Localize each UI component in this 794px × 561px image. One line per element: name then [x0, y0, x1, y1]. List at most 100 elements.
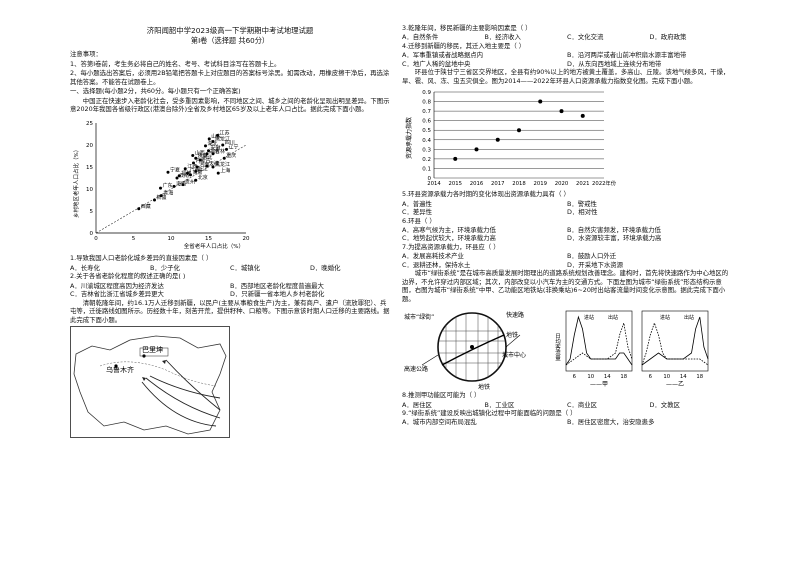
passage-migration: 清朝乾隆年间，约16.1万人迁移到新疆，以民户(主要从事粮食生产)为主，兼有商户…: [70, 298, 390, 324]
q5-option-b[interactable]: B．警戒性: [567, 199, 597, 208]
data-point-label: 天津: [209, 161, 219, 168]
q8-option-b[interactable]: B．工业区: [484, 400, 515, 409]
intro-passage: 中国正在快速步入老龄化社会，受多重因素影响，不同地区之间、城乡之间的老龄化呈现出…: [70, 96, 390, 113]
x-tick-label: 10: [587, 374, 594, 380]
y-tick-label: 0.9: [422, 90, 431, 96]
q6-option-a[interactable]: A．高寒气候为主，环境承载力低: [402, 225, 496, 234]
q2-option-d[interactable]: D．只新疆一省本地人乡村老龄化: [230, 290, 325, 299]
q1-option-d[interactable]: D．晚婚化: [310, 263, 341, 272]
x-tick-label: 6: [573, 374, 577, 380]
y-tick-label: 0.3: [422, 148, 431, 154]
data-point: [216, 172, 220, 176]
data-point-label: 青海: [163, 190, 173, 197]
data-point-label: 浙江: [198, 166, 208, 173]
data-point: [225, 148, 228, 152]
data-point: [211, 165, 215, 169]
q8-option-a[interactable]: A．居住区: [402, 400, 432, 409]
data-point: [194, 157, 198, 161]
question-5: 5.环县资源承载力各时期的变化体现出资源承载力具有（ ） A．普遍性 B．警戒性…: [402, 190, 732, 216]
q9-option-a[interactable]: A．城市内部空间布局混乱: [402, 418, 477, 427]
x-tick-label: 10: [663, 374, 670, 380]
data-point: [211, 140, 215, 144]
q7-option-d[interactable]: D．开采地下水资源: [567, 260, 624, 269]
q8-option-c[interactable]: C．商业区: [567, 400, 598, 409]
q3-option-c[interactable]: C．文化交流: [567, 33, 604, 42]
x-tick-label: 15: [205, 236, 212, 242]
q2-option-b[interactable]: B．西部地区老龄化程度普遍最大: [230, 281, 324, 290]
data-point-label: 广西: [190, 168, 200, 175]
data-point: [205, 165, 209, 169]
q4-option-c[interactable]: C．地广人稀的盆地中央: [402, 59, 471, 68]
question-9: 9.“绿街系统”建设反映出城镇化过程中可能面临的问题是（ ） A．城市内部空间布…: [402, 409, 732, 427]
y-tick-label: 0.2: [422, 157, 431, 163]
data-point: [580, 114, 585, 119]
series-line: [641, 321, 709, 366]
q5-option-d[interactable]: D．相对性: [567, 208, 598, 217]
diagram-label-metro-2: 地铁: [478, 383, 490, 391]
q7-option-c[interactable]: C．退耕还林，保持水土: [402, 260, 471, 269]
q3-option-d[interactable]: D．政府政策: [649, 33, 687, 42]
diagram-label-metro: 地铁: [506, 331, 518, 339]
q4-option-d[interactable]: D．从东向西地域上连续分布地带: [567, 59, 662, 68]
panel-frame: [565, 310, 633, 372]
data-point: [559, 109, 564, 114]
x-tick-label: 2017: [491, 181, 504, 187]
question-1: 1.导致我国人口老龄化城乡差异的直接因素是（ ） A．长寿化 B．少子化 C．城…: [70, 254, 390, 272]
notes-heading: 注意事项：: [70, 50, 102, 59]
q7-option-b[interactable]: B．鼓励人口外迁: [567, 252, 617, 261]
q5-option-c[interactable]: C．差异性: [402, 208, 433, 217]
greenstreet-diagram-svg: 城市“绿街” 快速路 地铁 城市中心 高速公路 地铁: [404, 311, 526, 391]
y-tick-label: 0.5: [422, 128, 431, 134]
data-point: [195, 165, 199, 169]
q4-option-b[interactable]: B．沿河两岸或者山前冲积扇水源丰富地带: [567, 51, 687, 60]
map-label-barkol: 巴里坤: [142, 345, 163, 354]
data-point: [194, 170, 198, 174]
q9-option-b[interactable]: B．居住区密度大，治安隐患多: [567, 418, 655, 427]
q6-option-c[interactable]: C．地势起伏较大，环境承载力高: [402, 234, 496, 243]
data-point-label: 湖南: [209, 148, 219, 155]
data-point: [172, 185, 176, 189]
q2-option-c[interactable]: C．吉林省比浙江省城乡差异更大: [70, 290, 164, 299]
q1-option-c[interactable]: C．城镇化: [230, 263, 261, 272]
data-point: [159, 187, 162, 191]
data-point: [181, 183, 185, 187]
data-point: [495, 137, 500, 142]
data-point-label: 内蒙古: [196, 157, 211, 164]
data-point: [198, 158, 202, 162]
series-line: [641, 316, 709, 366]
y-tick-label: 0.4: [422, 138, 431, 144]
section-heading: 一、选择题(每小题2分，共60分。每小题只有一个正确答案): [70, 87, 241, 96]
q3-option-b[interactable]: B．经济收入: [484, 33, 521, 42]
panel-label: ——甲: [590, 381, 608, 388]
data-point-label: 山东: [211, 133, 221, 140]
data-point: [207, 149, 210, 153]
diagram-label-highway: 高速公路: [404, 365, 428, 373]
question-4: 4.迁移到新疆的移民，其迁入地主要是（ ） A．军事重镇或者战略据点内 B．沿河…: [402, 42, 732, 68]
data-point: [191, 154, 195, 158]
q6-option-b[interactable]: B．自然灾害频发，环境承载力低: [567, 225, 661, 234]
data-point: [175, 176, 179, 180]
q3-option-a[interactable]: A．自然条件: [402, 33, 439, 42]
q1-option-a[interactable]: A．长寿化: [70, 263, 100, 272]
q2-option-a[interactable]: A．川渝城区程度高因为经济发达: [70, 281, 164, 290]
x-tick-label: 2016: [470, 181, 484, 187]
data-point-label: 陕西: [198, 153, 208, 160]
y-axis-label: 乡村地区老年人口占比（%）: [72, 147, 80, 218]
exam-volume: 第Ⅰ卷（选择题 共60分）: [190, 35, 270, 45]
data-point-label: 江苏: [220, 130, 230, 137]
migration-map: 乌鲁木齐 巴里坤: [70, 326, 390, 438]
q1-option-b[interactable]: B．少子化: [150, 263, 180, 272]
question-6: 6.环县（ ） A．高寒气候为主，环境承载力低 B．自然灾害频发，环境承载力低 …: [402, 217, 732, 243]
q7-option-a[interactable]: A．发展高耗技术产业: [402, 252, 464, 261]
x-tick-label: 2022年份: [592, 179, 617, 187]
question-2: 2.关于各省老龄化程度的叙述正确的是( ) A．川渝城区程度高因为经济发达 B．…: [70, 272, 390, 298]
x-axis-label: 全省老年人口占比（%）: [184, 242, 244, 250]
y-tick-label: 0.1: [422, 167, 431, 173]
q6-option-d[interactable]: D．水资源较丰富，环境承载力高: [567, 234, 662, 243]
q5-option-a[interactable]: A．普遍性: [402, 199, 432, 208]
q8-option-d[interactable]: D．文教区: [649, 400, 680, 409]
q4-option-a[interactable]: A．军事重镇或者战略据点内: [402, 51, 484, 60]
data-point: [211, 152, 215, 156]
